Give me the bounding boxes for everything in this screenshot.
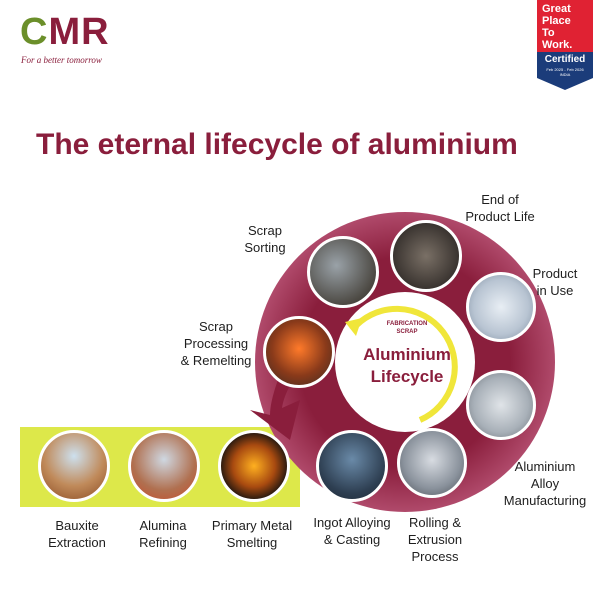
inner-arrow-head — [345, 318, 362, 336]
label-smelting: Primary Metal Smelting — [211, 518, 293, 550]
refining-photo — [128, 430, 200, 502]
product-in-use-photo — [466, 272, 536, 342]
label-scrap-sorting: Scrap Sorting — [244, 223, 286, 255]
gptw-badge: Great Place To Work. Certified Feb 2025 … — [537, 0, 593, 90]
page-title: The eternal lifecycle of aluminium — [36, 128, 518, 161]
label-end-of-life: End of Product Life — [465, 192, 535, 224]
label-scrap-processing: Scrap Processing & Remelting — [180, 319, 252, 368]
label-bauxite: Bauxite Extraction — [48, 518, 106, 550]
gptw-certified: Certified — [544, 54, 586, 65]
inner-arrow-arc — [349, 305, 458, 423]
lifecycle-center-title: Aluminium Lifecycle — [363, 345, 451, 386]
fabrication-scrap-label: FABRICATION SCRAP — [386, 321, 428, 335]
scrap-processing-photo — [263, 316, 335, 388]
logo-c-mark: C — [20, 11, 49, 53]
label-product-in-use: Product in Use — [532, 266, 578, 298]
end-of-life-photo — [390, 220, 462, 292]
logo-rest: MR — [48, 11, 110, 53]
gptw-badge-shape — [537, 0, 593, 90]
label-ingot: Ingot Alloying & Casting — [313, 515, 391, 547]
ingot-photo — [316, 430, 388, 502]
smelting-photo — [218, 430, 290, 502]
gptw-text: Great Place To Work. — [542, 3, 573, 51]
rolling-photo — [397, 428, 467, 498]
scrap-sorting-photo — [307, 236, 379, 308]
logo-tagline: For a better tomorrow — [21, 55, 102, 65]
bauxite-photo — [38, 430, 110, 502]
label-refining: Alumina Refining — [139, 518, 187, 550]
label-alloy-manufacturing: Aluminium Alloy Manufacturing — [503, 459, 587, 508]
alloy-manufacturing-photo — [466, 370, 536, 440]
cmr-logo: CMR — [20, 12, 110, 52]
gptw-dates: Feb 2025 - Feb 2026 INDIA — [546, 67, 584, 77]
label-rolling: Rolling & Extrusion Process — [407, 515, 463, 564]
